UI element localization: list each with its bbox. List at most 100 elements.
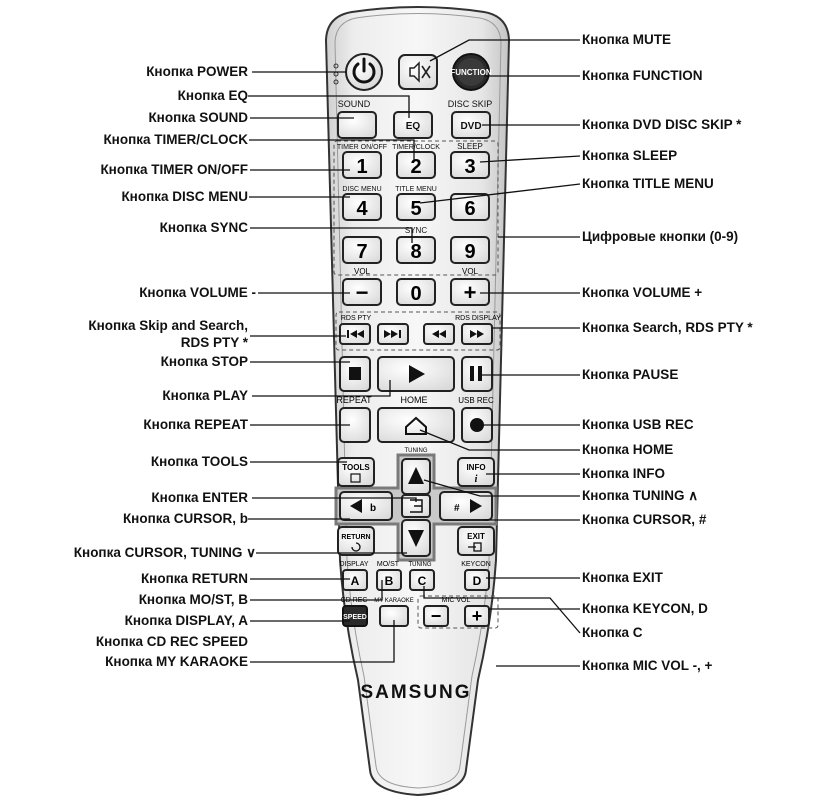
tuning-up-caption: TUNING bbox=[405, 448, 428, 454]
digit-2-button[interactable]: 2 bbox=[396, 151, 436, 179]
exit-button-text: EXIT bbox=[467, 532, 485, 541]
timer-clock-caption: TIMER/CLOCK bbox=[392, 144, 440, 151]
cursor-left-button[interactable]: b bbox=[339, 491, 393, 521]
digit-1-button[interactable]: 1 bbox=[342, 151, 382, 179]
stop-button[interactable] bbox=[339, 356, 371, 392]
title-menu-caption: TITLE MENU bbox=[395, 186, 437, 193]
dvd-button[interactable]: DVD bbox=[451, 111, 491, 139]
label-sound: Кнопка SOUND bbox=[148, 110, 248, 125]
power-button[interactable] bbox=[345, 53, 383, 91]
volume-plus-button[interactable]: + bbox=[450, 278, 490, 306]
leader-lines-right bbox=[419, 39, 581, 667]
digit-3-button[interactable]: 3 bbox=[450, 151, 490, 179]
mic-vol-plus-button[interactable]: + bbox=[464, 605, 490, 627]
c-button-text: C bbox=[418, 574, 427, 588]
enter-button[interactable] bbox=[401, 494, 431, 518]
exit-button[interactable]: EXIT bbox=[457, 526, 495, 556]
tools-button-text: TOOLS bbox=[342, 463, 370, 472]
eq-button[interactable]: EQ bbox=[393, 111, 433, 139]
cursor-down-button[interactable] bbox=[401, 519, 431, 557]
play-button[interactable] bbox=[377, 356, 455, 392]
dvd-button-text: DVD bbox=[460, 121, 481, 132]
skip-forward-button[interactable] bbox=[377, 323, 409, 345]
label-sync: Кнопка SYNC bbox=[159, 220, 248, 235]
vol-plus-caption: VOL bbox=[462, 267, 479, 276]
mute-icon bbox=[409, 61, 420, 83]
label-timer-on-off: Кнопка TIMER ON/OFF bbox=[100, 162, 248, 177]
arrow-down-icon bbox=[408, 530, 424, 547]
label-volume-minus: Кнопка VOLUME - bbox=[139, 285, 256, 300]
mo-st-caption: MO/ST bbox=[377, 561, 400, 568]
home-button[interactable] bbox=[377, 407, 455, 443]
repeat-caption: REPEAT bbox=[336, 395, 372, 405]
digit-3-text: 3 bbox=[464, 156, 475, 178]
skip-forward-icon bbox=[384, 330, 398, 338]
digit-7-button[interactable]: 7 bbox=[342, 236, 382, 264]
label-mo-st-b: Кнопка MO/ST, B bbox=[138, 592, 248, 607]
return-button[interactable]: RETURN bbox=[337, 526, 375, 556]
leader-lines-left bbox=[248, 71, 417, 663]
home-icon bbox=[405, 416, 427, 435]
sound-button[interactable] bbox=[337, 111, 377, 139]
label-volume-plus: Кнопка VOLUME + bbox=[582, 285, 703, 300]
digit-9-text: 9 bbox=[464, 241, 475, 263]
label-my-karaoke: Кнопка MY KARAOKE bbox=[105, 654, 248, 669]
label-mic-vol: Кнопка MIC VOL -, + bbox=[582, 658, 713, 673]
label-cursor-hash: Кнопка CURSOR, # bbox=[582, 512, 707, 527]
mic-vol-frame bbox=[417, 595, 499, 629]
label-dvd-disc-skip: Кнопка DVD DISC SKIP * bbox=[582, 117, 742, 132]
timer-on-off-caption: TIMER ON/OFF bbox=[337, 144, 387, 151]
digit-0-button[interactable]: 0 bbox=[396, 278, 436, 306]
cursor-up-button[interactable] bbox=[401, 458, 431, 495]
pause-button[interactable] bbox=[461, 356, 493, 392]
my-karaoke-caption: MY KARAOKE bbox=[374, 598, 414, 604]
digit-9-button[interactable]: 9 bbox=[450, 236, 490, 264]
function-button[interactable]: FUNCTION bbox=[450, 53, 492, 91]
speed-button[interactable]: SPEED bbox=[342, 605, 368, 627]
eq-button-text: EQ bbox=[406, 121, 421, 132]
mic-vol-caption: MIC VOL bbox=[442, 597, 471, 604]
return-icon bbox=[351, 542, 361, 552]
pause-icon bbox=[478, 366, 482, 381]
digit-5-button[interactable]: 5 bbox=[396, 193, 436, 221]
usb-rec-caption: USB REC bbox=[458, 396, 494, 405]
svg-text:b: b bbox=[370, 503, 376, 514]
tuning-down-caption: TUNING bbox=[409, 562, 432, 568]
label-play: Кнопка PLAY bbox=[162, 388, 248, 403]
mute-button[interactable] bbox=[398, 54, 438, 90]
keycon-caption: KEYCON bbox=[461, 561, 491, 568]
digit-0-text: 0 bbox=[410, 283, 421, 305]
mic-plus-text: + bbox=[472, 606, 483, 626]
tools-button[interactable]: TOOLS bbox=[337, 457, 375, 487]
skip-back-button[interactable] bbox=[339, 323, 371, 345]
search-back-button[interactable] bbox=[423, 323, 455, 345]
volume-minus-text: − bbox=[356, 280, 369, 305]
skip-back-icon bbox=[350, 330, 364, 338]
a-button[interactable]: A bbox=[342, 569, 368, 591]
digit-6-button[interactable]: 6 bbox=[450, 193, 490, 221]
search-forward-button[interactable] bbox=[461, 323, 493, 345]
vol-minus-caption: VOL bbox=[354, 267, 371, 276]
digit-4-button[interactable]: 4 bbox=[342, 193, 382, 221]
label-disc-menu: Кнопка DISC MENU bbox=[121, 189, 248, 204]
mic-minus-text: − bbox=[431, 606, 442, 626]
label-c: Кнопка C bbox=[582, 625, 643, 640]
mic-vol-minus-button[interactable]: − bbox=[423, 605, 449, 627]
c-button[interactable]: C bbox=[409, 569, 435, 591]
usb-rec-button[interactable] bbox=[461, 407, 493, 443]
info-button-text: INFO bbox=[466, 463, 485, 472]
tools-icon bbox=[350, 473, 361, 483]
digit-4-text: 4 bbox=[356, 198, 368, 220]
d-button[interactable]: D bbox=[464, 569, 490, 591]
cursor-right-button[interactable]: # bbox=[439, 491, 493, 521]
label-usb-rec: Кнопка USB REC bbox=[582, 417, 694, 432]
label-skip-search: Кнопка Skip and Search, bbox=[88, 318, 248, 333]
rds-display-caption: RDS DISPLAY bbox=[455, 315, 501, 322]
b-button[interactable]: B bbox=[376, 569, 402, 591]
digit-8-button[interactable]: 8 bbox=[396, 236, 436, 264]
label-repeat: Кнопка REPEAT bbox=[143, 417, 248, 432]
digit-5-text: 5 bbox=[410, 198, 421, 220]
volume-minus-button[interactable]: − bbox=[342, 278, 382, 306]
b-button-text: B bbox=[385, 574, 394, 588]
